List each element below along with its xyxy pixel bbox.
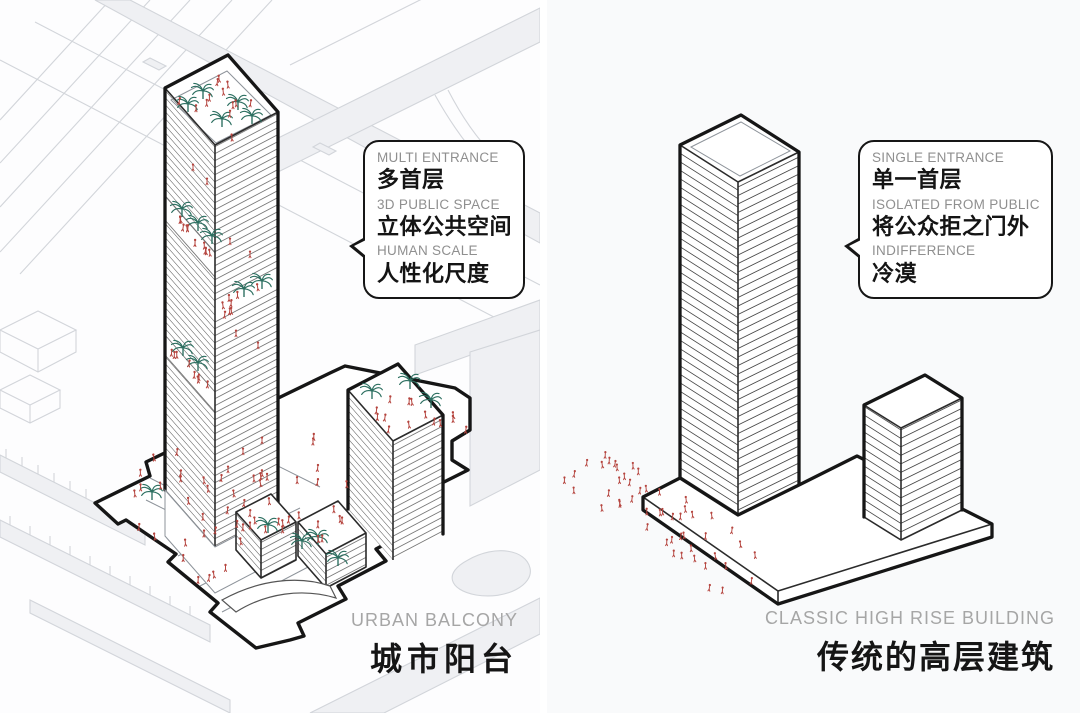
annotation-zh: 冷漠 <box>872 260 918 286</box>
annotation-en: INDIFFERENCE <box>872 243 976 259</box>
annotation-bubble-left: MULTI ENTRANCE 多首层 3D PUBLIC SPACE 立体公共空… <box>349 140 526 300</box>
annotation-zh: 将公众拒之门外 <box>872 213 1030 239</box>
caption-zh: 城市阳台 <box>369 641 518 677</box>
annotation-bubble-right: SINGLE ENTRANCE 单一首层 ISOLATED FROM PUBLI… <box>844 140 1053 300</box>
bubble-tail <box>844 237 861 259</box>
panel-divider <box>540 0 547 713</box>
classic-tower <box>678 113 801 515</box>
annotation-en: 3D PUBLIC SPACE <box>377 196 500 212</box>
annotation-en: SINGLE ENTRANCE <box>872 150 1005 165</box>
panel-classic-highrise <box>547 0 1080 713</box>
secondary-block <box>346 362 445 560</box>
curved-terrace <box>220 579 338 613</box>
annotation-en: ISOLATED FROM PUBLIC <box>872 196 1040 212</box>
annotation-zh: 单一首层 <box>872 167 963 193</box>
caption-zh: 传统的高层建筑 <box>816 639 1055 675</box>
annotation-en: MULTI ENTRANCE <box>377 150 499 165</box>
annotation-zh: 人性化尺度 <box>377 260 490 286</box>
annotation-zh: 立体公共空间 <box>377 213 513 239</box>
annex-tower <box>862 373 964 541</box>
caption-en: CLASSIC HIGH RISE BUILDING <box>764 608 1055 628</box>
bubble-tail <box>349 237 366 259</box>
caption-urban-balcony: URBAN BALCONY 城市阳台 <box>351 610 518 680</box>
classic-tower-illustration <box>562 113 994 606</box>
annotation-zh: 多首层 <box>377 167 445 193</box>
panel-urban-balcony <box>0 0 540 713</box>
caption-classic-highrise: CLASSIC HIGH RISE BUILDING 传统的高层建筑 <box>765 608 1055 678</box>
annotation-en: HUMAN SCALE <box>377 243 478 259</box>
caption-en: URBAN BALCONY <box>350 610 518 630</box>
urban-balcony-illustration <box>0 0 540 713</box>
podium-block-1 <box>235 493 297 579</box>
